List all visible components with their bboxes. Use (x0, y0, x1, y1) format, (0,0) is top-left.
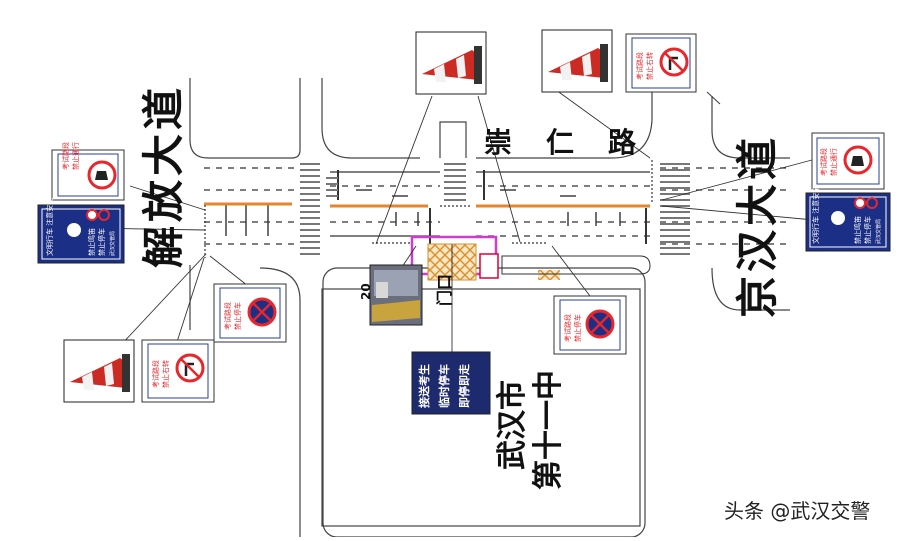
sign-text: 考试路段 (563, 314, 572, 342)
board-header: 文明行车 注意安全 (45, 198, 54, 256)
cone-icon (63, 339, 135, 403)
exam-board-right: 文明行车 注意安全 禁止鸣笛 禁止停车 武汉交管局 (805, 186, 891, 252)
sign-text: 禁止停车 (233, 302, 242, 330)
road-label-jiefang: 解放大道 (139, 84, 188, 268)
road-label-jinghan: 京汉大道 (733, 134, 782, 318)
sign-text: 禁止停车 (573, 314, 582, 342)
sign-text: 考试路段 (61, 142, 70, 170)
board-header: 文明行车 注意安全 (811, 186, 820, 244)
road-curbs (189, 78, 790, 538)
board-line: 禁止停车 (97, 228, 106, 256)
school-gate-label: 门口 (435, 274, 454, 306)
cone-icon (541, 29, 613, 93)
no-pass-sign-left: 考试路段 禁止通行 (51, 142, 125, 201)
pickup-zone (410, 235, 651, 281)
board-line: 禁止鸣笛 (853, 216, 862, 244)
gate-photo (369, 264, 423, 326)
sign-text: 禁止右转 (161, 360, 170, 388)
pickup-text: 即停即走 (457, 364, 471, 408)
road-label-chongren: 崇仁路 (484, 126, 670, 159)
sign-text: 禁止通行 (71, 142, 80, 170)
pickup-sign: 接送考生 临时停车 即停即走 (411, 351, 491, 415)
no-right-turn-sign-top: 考试路段 禁止右转 (625, 33, 697, 93)
crosswalks (300, 163, 690, 255)
board-line: 禁止鸣笛 (87, 228, 96, 256)
no-parking-sign-left: 考试路段 禁止停车 (213, 283, 287, 343)
sign-text: 考试路段 (635, 52, 644, 80)
pickup-text: 接送考生 (417, 364, 431, 408)
watermark: 头条 @武汉交警 (724, 499, 870, 523)
sign-text: 禁止右转 (645, 52, 654, 80)
exam-board-left: 文明行车 注意安全 禁止鸣笛 禁止停车 武汉交管局 (37, 198, 125, 264)
cone-dot-lines (204, 160, 653, 258)
board-footer: 武汉交管局 (109, 231, 116, 256)
pickup-text: 临时停车 (437, 364, 451, 408)
board-line: 禁止停车 (863, 216, 872, 244)
board-footer: 武汉交管局 (875, 219, 882, 244)
sign-text: 禁止通行 (829, 148, 838, 176)
sign-text: 考试路段 (151, 360, 160, 388)
no-pass-sign-right: 考试路段 禁止通行 (811, 132, 885, 190)
school-name-line2: 第十一中 (531, 370, 566, 490)
no-parking-sign-right: 考试路段 禁止停车 (553, 295, 627, 355)
no-right-turn-sign-bottom: 考试路段 禁止右转 (141, 339, 215, 403)
school-name-line1: 武汉市 (495, 380, 530, 470)
orange-medians (204, 202, 650, 208)
leader-lines (89, 89, 815, 352)
gate-number: 20 (359, 283, 373, 300)
sign-text: 考试路段 (819, 148, 828, 176)
cone-icon (415, 31, 487, 95)
sign-text: 考试路段 (223, 302, 232, 330)
